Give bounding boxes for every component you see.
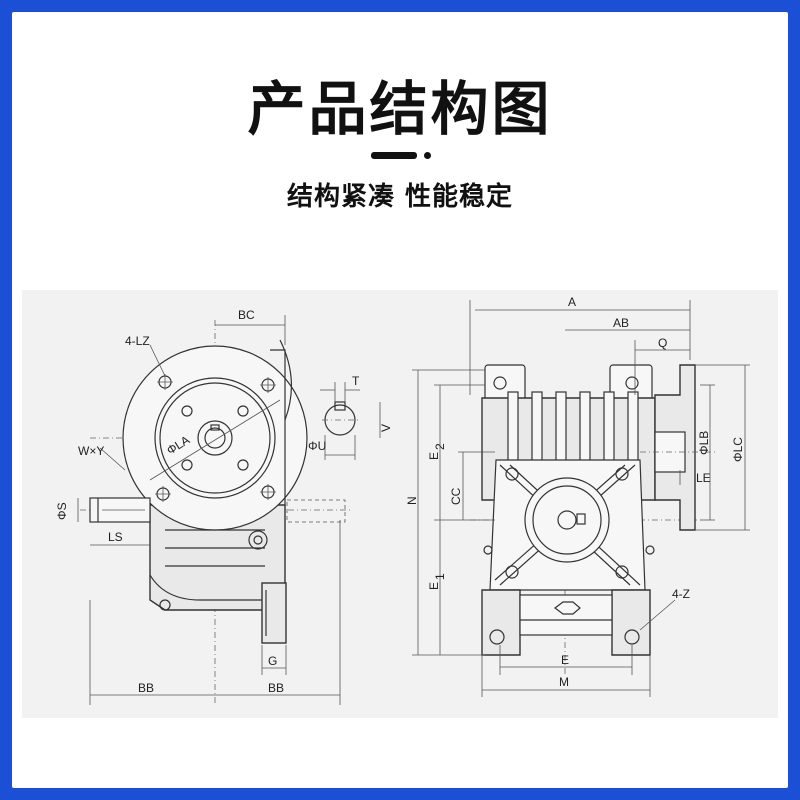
label-bc: BC bbox=[238, 308, 255, 322]
left-view bbox=[77, 315, 381, 705]
label-q: Q bbox=[658, 336, 667, 350]
label-e2: E bbox=[427, 452, 441, 460]
label-cc: CC bbox=[449, 487, 463, 505]
drawing-svg: BC 4-LZ W×Y ΦLA ΦS LS T V ΦU G BB BB bbox=[55, 295, 750, 705]
foot-right bbox=[611, 589, 651, 656]
label-lc: ΦLC bbox=[731, 437, 745, 462]
base-middle bbox=[519, 594, 613, 636]
page-subtitle: 结构紧凑 性能稳定 bbox=[286, 182, 514, 212]
label-e1: E bbox=[427, 582, 441, 590]
label-g: G bbox=[268, 654, 277, 668]
label-ls: LS bbox=[108, 530, 123, 544]
label-ab: AB bbox=[613, 316, 629, 330]
label-e2-sub: 2 bbox=[433, 443, 447, 450]
cooling-fins bbox=[507, 391, 639, 493]
label-le: LE bbox=[696, 471, 711, 485]
technical-drawing: BC 4-LZ W×Y ΦLA ΦS LS T V ΦU G BB BB bbox=[22, 290, 778, 718]
foot-left bbox=[481, 589, 521, 656]
label-wxy: W×Y bbox=[78, 444, 104, 458]
label-lb: ΦLB bbox=[697, 431, 711, 455]
label-a: A bbox=[568, 295, 576, 309]
flange-disc bbox=[122, 345, 308, 531]
title-divider bbox=[371, 152, 417, 159]
label-e1-sub: 1 bbox=[433, 573, 447, 580]
label-v: V bbox=[379, 424, 393, 432]
label-n: N bbox=[405, 496, 419, 505]
label-t: T bbox=[352, 374, 360, 388]
right-view bbox=[412, 300, 750, 697]
page-title: 产品结构图 bbox=[247, 75, 553, 143]
title-divider-dot bbox=[424, 152, 431, 159]
label-e: E bbox=[561, 653, 569, 667]
label-4-lz: 4-LZ bbox=[125, 334, 150, 348]
label-s: ΦS bbox=[55, 502, 69, 520]
label-bb-left: BB bbox=[138, 681, 154, 695]
label-m: M bbox=[559, 675, 569, 689]
flange-bolt-holes bbox=[155, 374, 276, 502]
label-bb-right: BB bbox=[268, 681, 284, 695]
label-u: ΦU bbox=[308, 439, 326, 453]
label-4-z: 4-Z bbox=[672, 587, 690, 601]
keyway-detail bbox=[320, 382, 381, 460]
